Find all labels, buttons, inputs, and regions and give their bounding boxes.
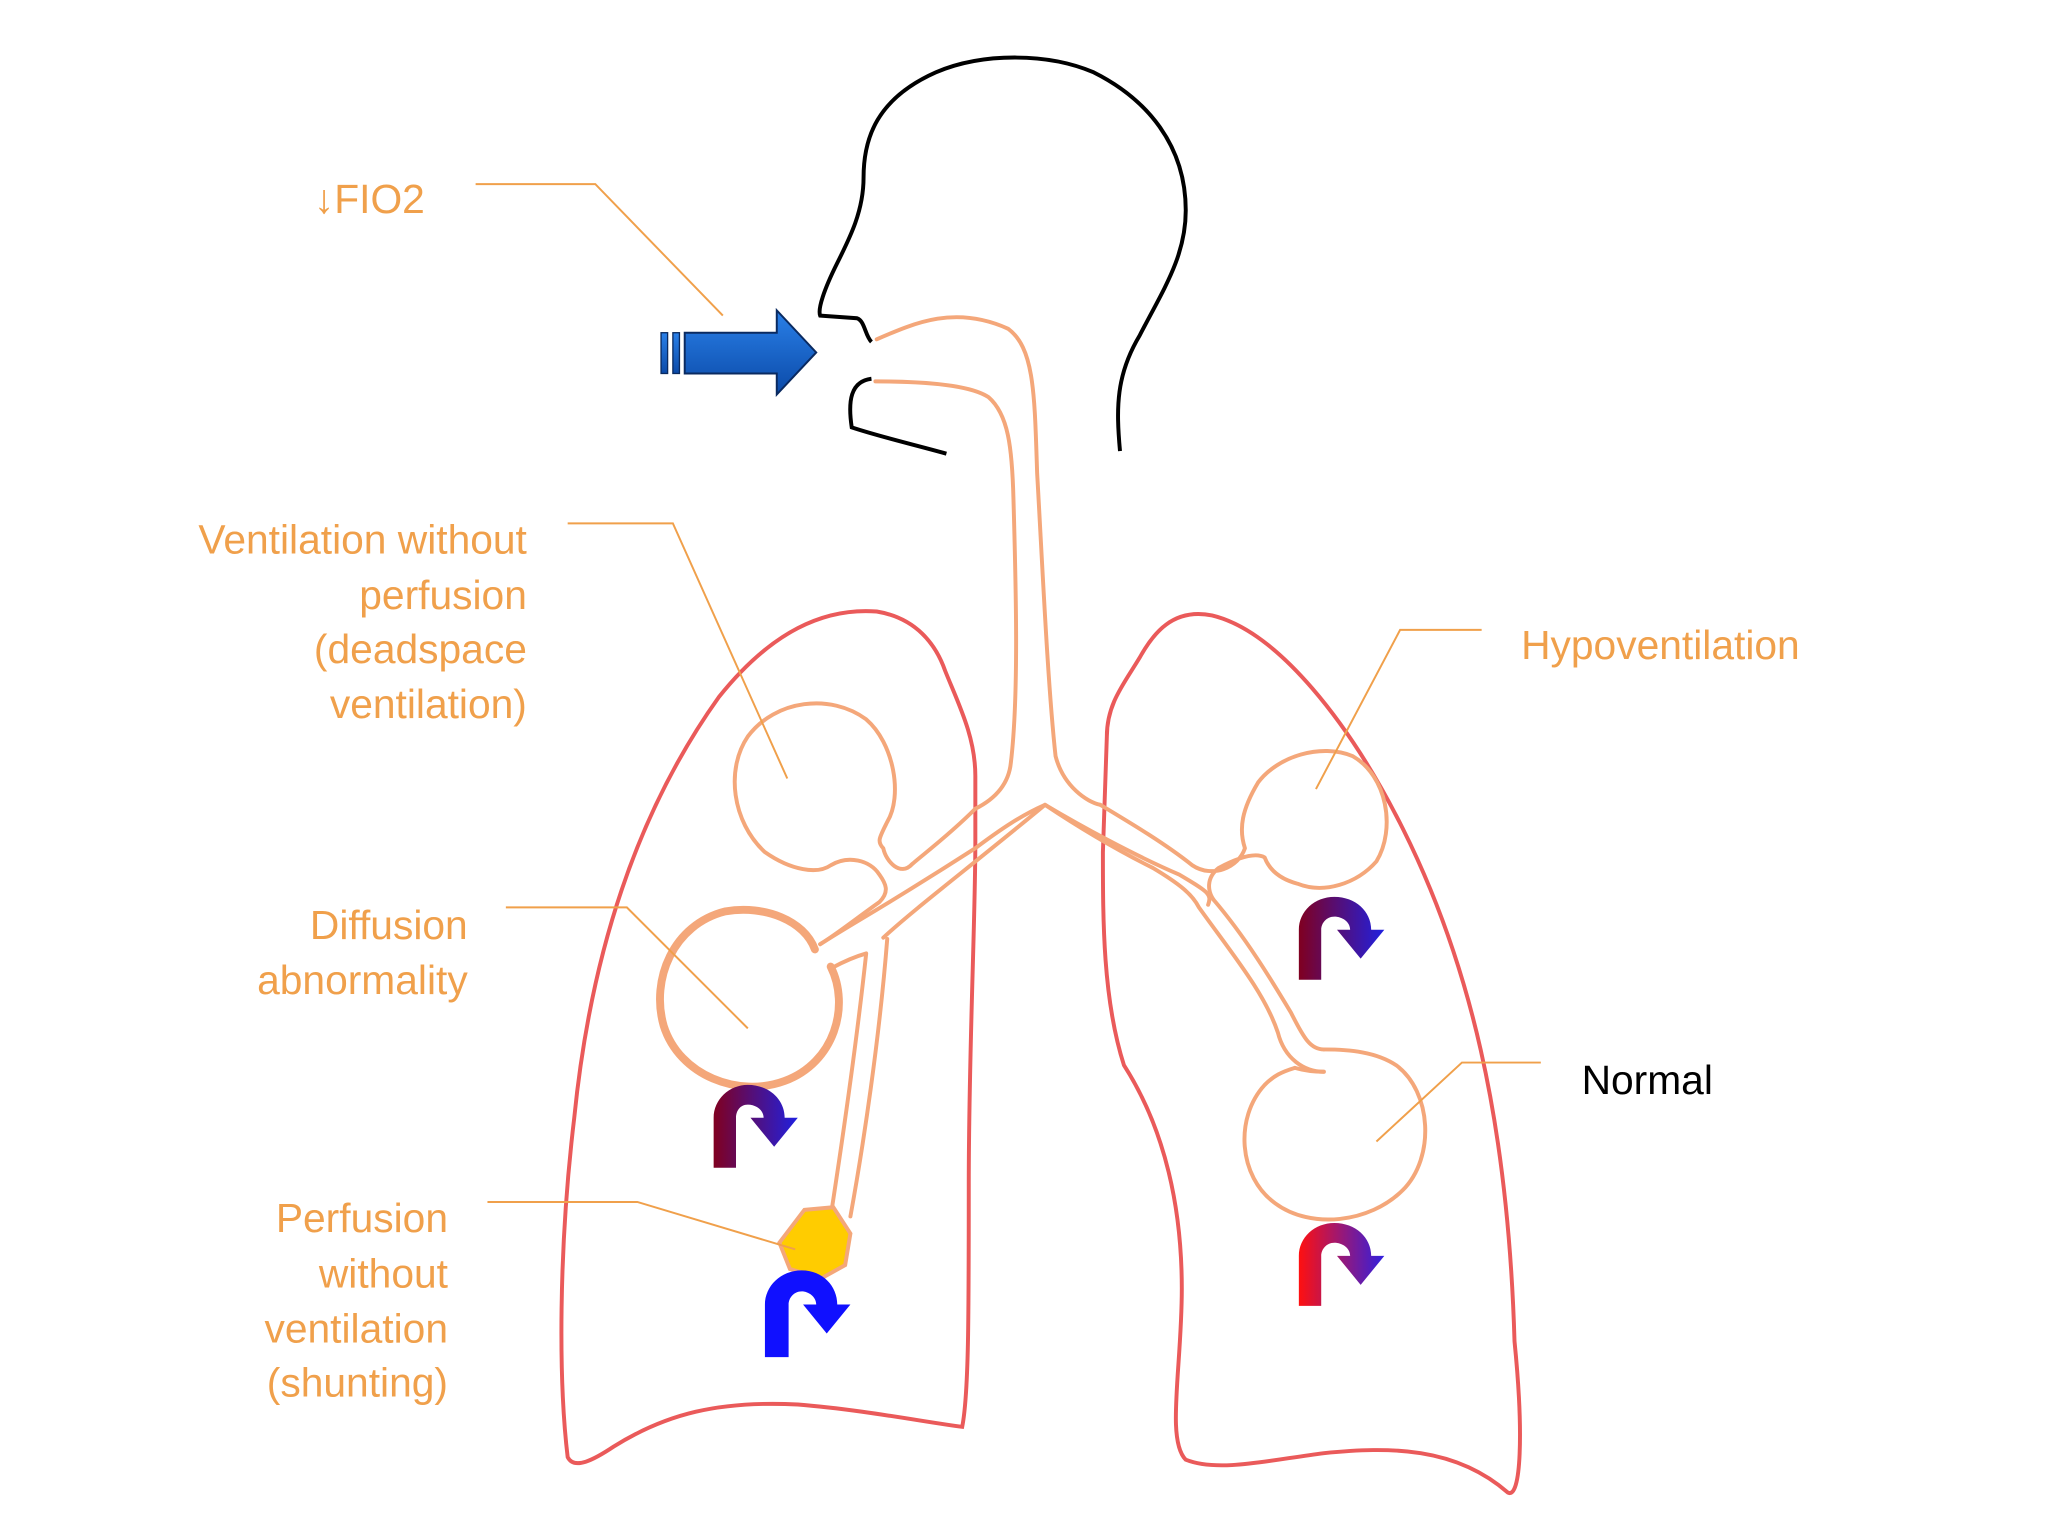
normal-blood-u-turn-arrow-icon	[1298, 1223, 1385, 1306]
left-bronchus-lower-wall	[1043, 802, 1326, 1074]
lungs	[559, 609, 1522, 1495]
deadspace-label-line-4: ventilation)	[330, 681, 527, 727]
head-profile	[817, 55, 1188, 452]
deadspace-label-line-1: Ventilation without	[198, 517, 527, 563]
shunt-label-line-3: ventilation	[265, 1306, 449, 1352]
diffusion-label-line-1: Diffusion	[310, 902, 468, 948]
shunt-bronchus-left-wall	[828, 951, 869, 1219]
shunt-bronchus-inner-wall-2	[848, 936, 890, 1219]
deadspace-label: Ventilation without perfusion (deadspace…	[198, 517, 527, 727]
normal-alveolus	[1242, 1047, 1428, 1222]
fio2-leader-line	[475, 183, 724, 317]
hypoventilation-blood-u-turn-arrow-icon	[1298, 896, 1385, 980]
diffusion-leader-line	[505, 906, 749, 1030]
left-lung-outline	[1100, 612, 1522, 1495]
shunt-label-line-2: without	[318, 1250, 449, 1296]
diffusion-blood-u-turn-arrow-icon	[713, 1084, 798, 1168]
blood-flow-arrows	[713, 896, 1385, 1358]
shunt-blood-u-turn-arrow-icon	[764, 1270, 851, 1358]
airway-tree	[656, 315, 1428, 1222]
trachea-right-wall	[873, 379, 1019, 811]
normal-label: Normal	[1582, 1057, 1713, 1103]
shunt-leader-line	[487, 1200, 796, 1251]
hypoventilation-label: Hypoventilation	[1521, 622, 1800, 668]
shunt-label-line-4: (shunting)	[267, 1360, 448, 1406]
diffusion-label-line-2: abnormality	[257, 957, 468, 1003]
left-bronchus-inner-wall	[1211, 897, 1326, 1052]
inflow-arrow-icon	[660, 307, 818, 398]
fio2-label: ↓FIO2	[314, 176, 425, 222]
normal-leader-line	[1375, 1061, 1541, 1143]
chin-outline	[848, 376, 947, 456]
shunt-label: Perfusion without ventilation (shunting)	[265, 1195, 449, 1405]
deadspace-alveolus	[732, 701, 978, 947]
diffusion-label: Diffusion abnormality	[257, 902, 468, 1003]
head-outline	[817, 55, 1188, 456]
shunt-label-line-1: Perfusion	[276, 1195, 448, 1241]
leader-lines	[475, 183, 1541, 1251]
diffusion-alveolus	[656, 905, 843, 1091]
right-lung-outline	[559, 609, 978, 1465]
deadspace-label-line-3: (deadspace	[314, 626, 527, 672]
deadspace-leader-line	[567, 522, 789, 779]
deadspace-label-line-2: perfusion	[359, 572, 527, 618]
labels: ↓FIO2 Ventilation without perfusion (dea…	[198, 176, 1799, 1406]
normal-alveolus-connector	[1292, 1065, 1326, 1074]
hypoventilation-leader-line	[1315, 628, 1482, 790]
shunt-obstruction	[777, 1205, 853, 1281]
trachea-left-wall	[874, 315, 1103, 807]
left-bronchus-upper-wall	[1098, 749, 1389, 902]
shunt-bronchus-inner-wall	[881, 802, 1048, 940]
